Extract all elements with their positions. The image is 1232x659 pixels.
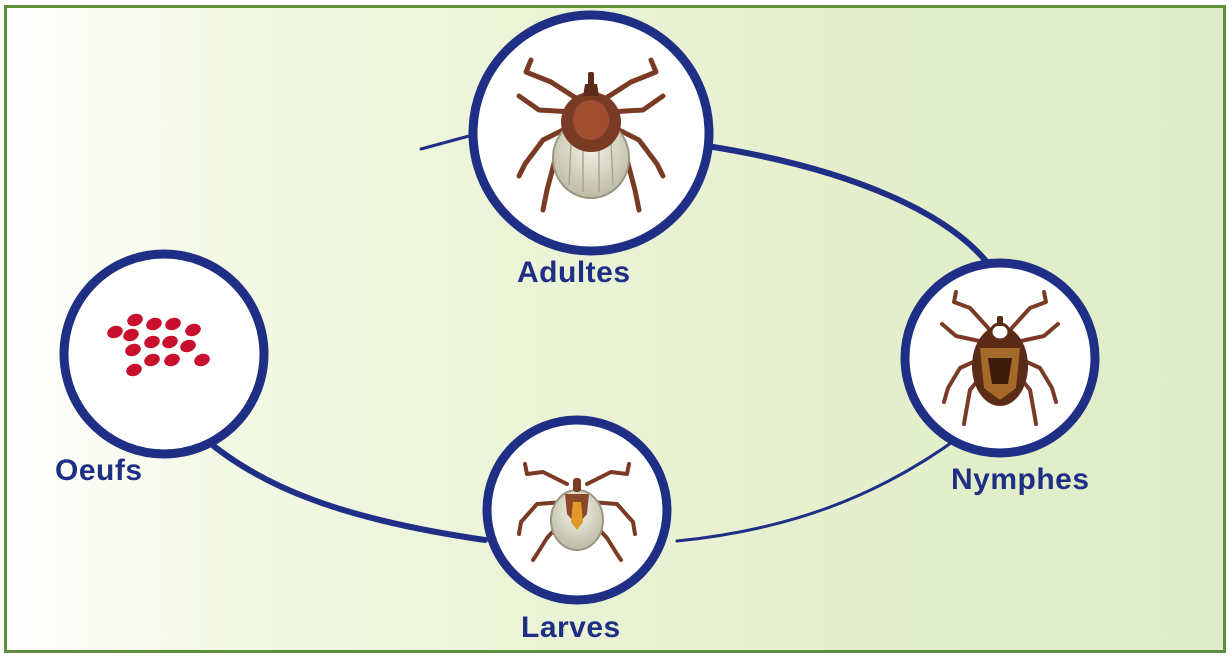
cycle-arc-start xyxy=(421,136,469,149)
circle-oeufs xyxy=(64,254,264,454)
cycle-arc-adultes-nymphes xyxy=(707,146,997,276)
life-cycle-diagram xyxy=(7,8,1226,653)
stage-label-larves: Larves xyxy=(521,611,621,645)
stage-label-oeufs: Oeufs xyxy=(55,454,143,488)
stage-label-adultes: Adultes xyxy=(517,256,631,290)
stage-label-nymphes: Nymphes xyxy=(951,463,1090,497)
diagram-frame: Adultes Nymphes Larves Oeufs xyxy=(4,5,1226,653)
cycle-arc-oeufs-larves xyxy=(195,430,485,540)
cycle-arc-nymphes-larves xyxy=(677,435,962,541)
